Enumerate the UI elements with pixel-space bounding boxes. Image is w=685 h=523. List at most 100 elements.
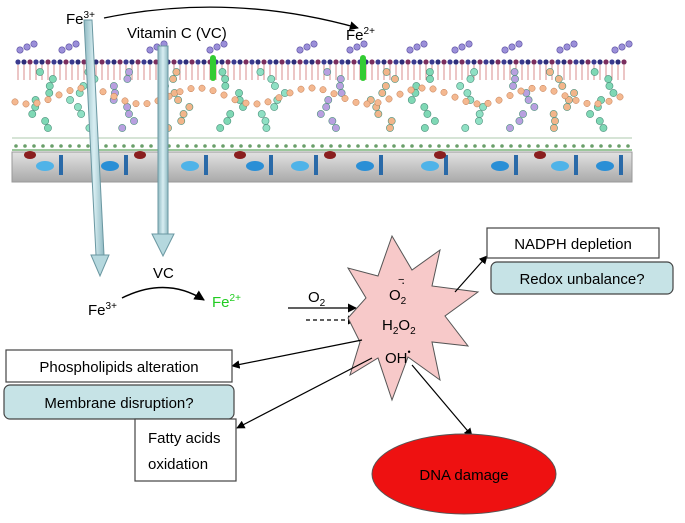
- lipid-head: [351, 59, 357, 65]
- glycan-top-bead: [413, 43, 421, 51]
- glycan-lower-bead: [429, 85, 437, 93]
- glycan-bead: [235, 89, 243, 97]
- lipid-head: [297, 59, 303, 65]
- glycan-lower-bead: [418, 84, 426, 92]
- membrane-dot: [122, 144, 126, 148]
- membrane-protein: [596, 161, 614, 171]
- glycan-bead: [316, 110, 325, 118]
- glycan-top-bead: [346, 46, 354, 54]
- membrane-dot: [581, 144, 585, 148]
- lipid-head: [393, 59, 399, 65]
- glycan-top-bead: [23, 43, 31, 51]
- lipid-head: [567, 59, 573, 65]
- lipid-head: [57, 59, 63, 65]
- glycan-lower-bead: [561, 92, 569, 100]
- glycan-lower-bead: [385, 95, 393, 103]
- membrane-dot: [104, 144, 108, 148]
- glycan-top-bead: [451, 46, 459, 54]
- lipid-head: [381, 59, 387, 65]
- glycan-bead: [470, 68, 479, 76]
- glycan-bead: [45, 82, 54, 90]
- glycan-lower-bead: [363, 100, 371, 108]
- cell-vc-label: VC: [153, 265, 174, 282]
- glycan-bead: [456, 82, 465, 90]
- glycan-bead: [563, 103, 571, 111]
- lipid-head: [459, 59, 465, 65]
- membrane-dot: [266, 144, 270, 148]
- nadph-label: NADPH depletion: [514, 236, 632, 253]
- glycan-top-bead: [16, 46, 24, 54]
- lipid-head: [615, 59, 621, 65]
- glycan-lower-bead: [220, 91, 228, 99]
- glycan-lower-bead: [176, 88, 184, 96]
- glycan-bead: [179, 110, 188, 118]
- glycan-top-bead: [501, 46, 509, 54]
- lipid-head: [375, 59, 381, 65]
- glycan-bead: [66, 96, 74, 104]
- membrane-dot: [230, 144, 234, 148]
- arrow-to-phospholipids: [231, 339, 363, 369]
- fatty-acids-box: [134, 418, 237, 482]
- membrane-protein-red: [324, 151, 336, 159]
- membrane-dot: [239, 144, 243, 148]
- lipid-head: [177, 59, 183, 65]
- glycan-bead: [558, 82, 567, 90]
- glycan-lower-bead: [550, 87, 558, 95]
- membrane-dot: [311, 144, 315, 148]
- lipid-head: [231, 59, 237, 65]
- membrane-dot: [302, 144, 306, 148]
- top-reaction-arrow: [103, 6, 359, 31]
- glycan-bead: [595, 117, 604, 125]
- glycan-bead: [519, 110, 527, 118]
- glycan-bead: [174, 96, 183, 104]
- lipid-head: [453, 59, 459, 65]
- glycan-lower-bead: [121, 97, 129, 105]
- glycan-bead: [118, 124, 127, 132]
- lipid-head: [183, 59, 189, 65]
- lipid-head: [303, 59, 309, 65]
- lipid-head: [543, 59, 549, 65]
- membrane-dot: [149, 144, 153, 148]
- lipid-head: [249, 59, 255, 65]
- glycan-top-bead: [146, 46, 154, 54]
- membrane-protein: [291, 161, 309, 171]
- glycan-top-bead: [556, 46, 564, 54]
- glycan-lower-bead: [44, 96, 52, 104]
- membrane-dot: [419, 144, 423, 148]
- glycan-top-bead: [570, 40, 578, 48]
- glycan-chains: [11, 40, 633, 132]
- glycan-lower-bead: [11, 98, 19, 106]
- glycan-lower-bead: [242, 99, 250, 107]
- membrane-protein-red: [234, 151, 246, 159]
- lipid-head: [465, 59, 471, 65]
- membrane-dot: [257, 144, 261, 148]
- lipid-head: [603, 59, 609, 65]
- glycan-top-bead: [406, 46, 414, 54]
- membrane-protein: [356, 161, 374, 171]
- membrane-protein: [181, 161, 199, 171]
- membrane-dot: [410, 144, 414, 148]
- lipid-head: [171, 59, 177, 65]
- glycan-bead: [381, 82, 390, 90]
- glycan-lower-bead: [55, 91, 63, 99]
- glycan-bead: [226, 110, 235, 118]
- membrane-disruption-label: Membrane disruption?: [44, 395, 193, 412]
- glycan-top-bead: [303, 43, 311, 51]
- membrane-dot: [284, 144, 288, 148]
- glycan-top-bead: [58, 46, 66, 54]
- glycan-lower-bead: [308, 84, 316, 92]
- glycan-bead: [387, 117, 396, 125]
- membrane-dot: [617, 144, 621, 148]
- lipid-head: [261, 59, 267, 65]
- glycan-top-bead: [420, 40, 428, 48]
- glycan-top-bead: [206, 46, 214, 54]
- glycan-bead: [549, 110, 558, 118]
- glycan-lower-bead: [286, 89, 294, 97]
- glycan-top-bead: [72, 40, 80, 48]
- lipid-head: [501, 59, 507, 65]
- glycan-bead: [378, 89, 387, 97]
- hydroxyl-label: OH•: [385, 347, 411, 367]
- ros-burst: [346, 234, 480, 402]
- membrane-protein: [551, 161, 569, 171]
- fe-transport-pipe-tip: [90, 254, 110, 278]
